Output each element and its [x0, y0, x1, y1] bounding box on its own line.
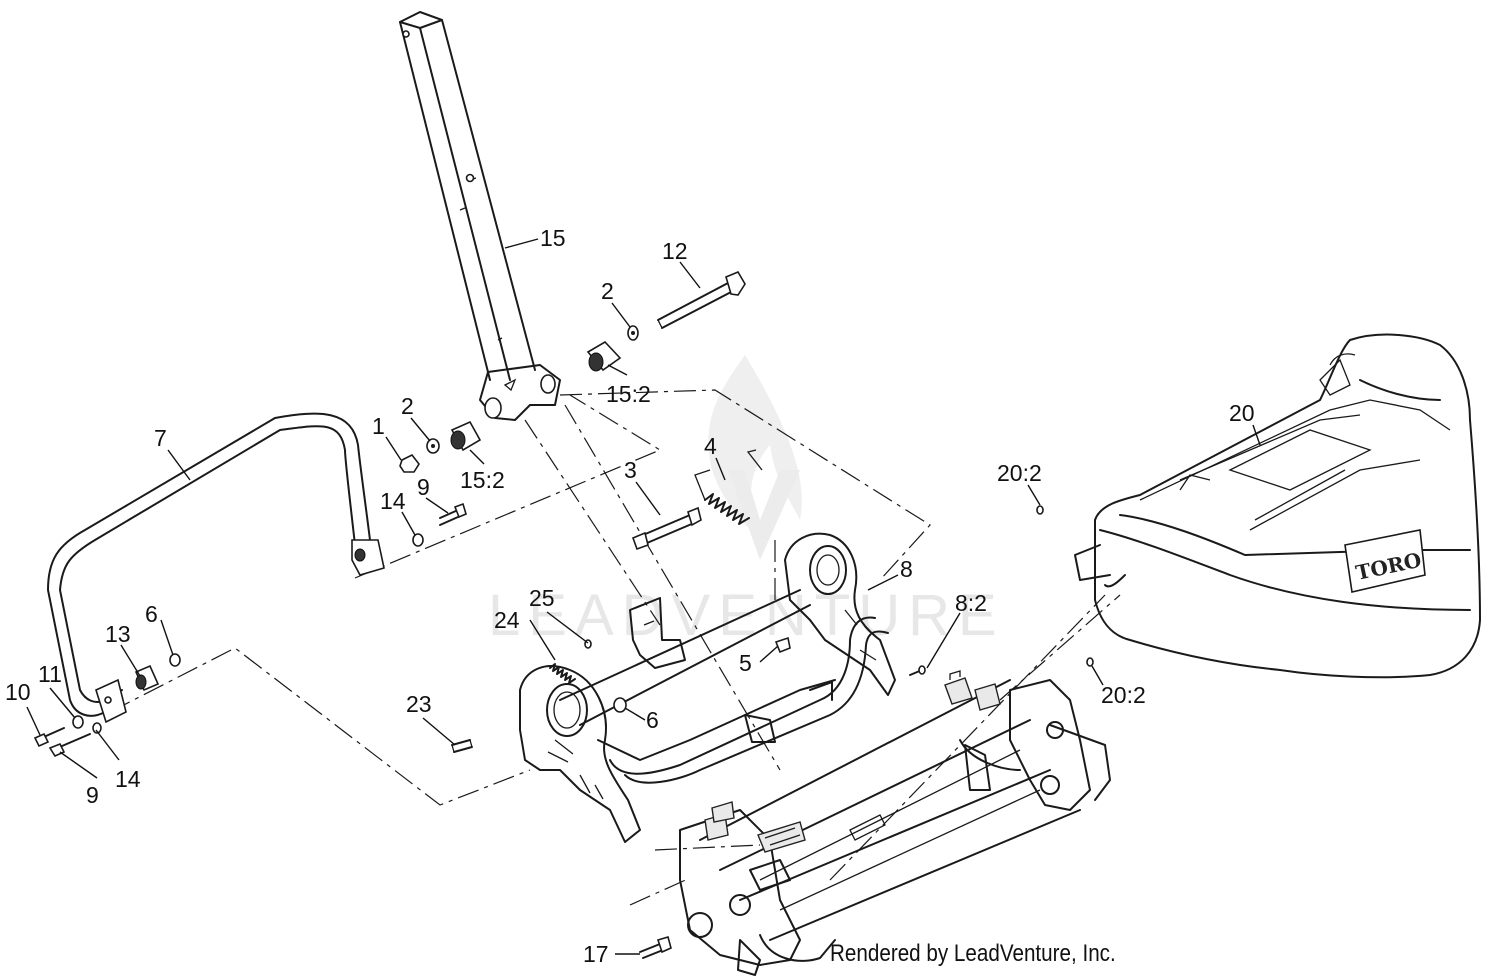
- callout-14-bottom: 14: [115, 766, 141, 792]
- callout-6-left: 6: [145, 601, 158, 627]
- callout-10: 10: [5, 679, 31, 705]
- part-handle-bolts: [412, 502, 467, 547]
- part-small-fasteners: [451, 636, 926, 753]
- part-cutting-unit: [679, 670, 1111, 976]
- part-washers-bushings: [399, 325, 639, 473]
- callout-20-2-bottom: 20:2: [1101, 682, 1146, 708]
- callout-6-center: 6: [646, 707, 659, 733]
- callout-3: 3: [624, 457, 637, 483]
- part-long-bolt: [657, 270, 746, 329]
- callout-20-2-top: 20:2: [997, 460, 1042, 486]
- callout-24: 24: [494, 607, 520, 633]
- callout-13: 13: [105, 621, 131, 647]
- callout-14-top: 14: [380, 488, 406, 514]
- watermark: LEADVENTURE: [488, 355, 997, 648]
- callout-9-top: 9: [417, 474, 430, 500]
- part-pin: [631, 506, 702, 551]
- render-credit: Rendered by LeadVenture, Inc.: [830, 940, 1116, 967]
- part-handle-post: [399, 11, 561, 421]
- callout-labels: 15 12 2 15:2 1 2 15:2 7 3 4 20 20:2 14 9…: [5, 225, 1255, 967]
- part-main-frame: [519, 532, 896, 843]
- callout-11: 11: [38, 661, 62, 687]
- callout-2-top: 2: [601, 278, 614, 304]
- callout-25: 25: [529, 585, 555, 611]
- callout-8-2: 8:2: [955, 590, 987, 616]
- part-spring: [694, 449, 763, 525]
- callout-2-left: 2: [401, 393, 414, 419]
- callout-20: 20: [1229, 400, 1255, 426]
- part-cover: TORO: [1036, 333, 1481, 679]
- callout-15-2-left: 15:2: [460, 467, 505, 493]
- callout-4: 4: [704, 433, 717, 459]
- callout-17: 17: [583, 941, 609, 967]
- part-bail-bar: [47, 412, 385, 724]
- callout-23: 23: [406, 691, 432, 717]
- callout-15-2-right: 15:2: [606, 381, 651, 407]
- callout-7: 7: [154, 425, 167, 451]
- callout-5: 5: [739, 650, 752, 676]
- leader-lines: [26, 238, 1261, 955]
- callout-8: 8: [900, 556, 913, 582]
- callout-1: 1: [372, 413, 385, 439]
- assembly-lines: [109, 389, 1121, 906]
- callout-12: 12: [662, 238, 688, 264]
- part-bolt-17: [639, 935, 672, 959]
- callout-9-bottom: 9: [86, 782, 99, 808]
- callout-15: 15: [540, 225, 566, 251]
